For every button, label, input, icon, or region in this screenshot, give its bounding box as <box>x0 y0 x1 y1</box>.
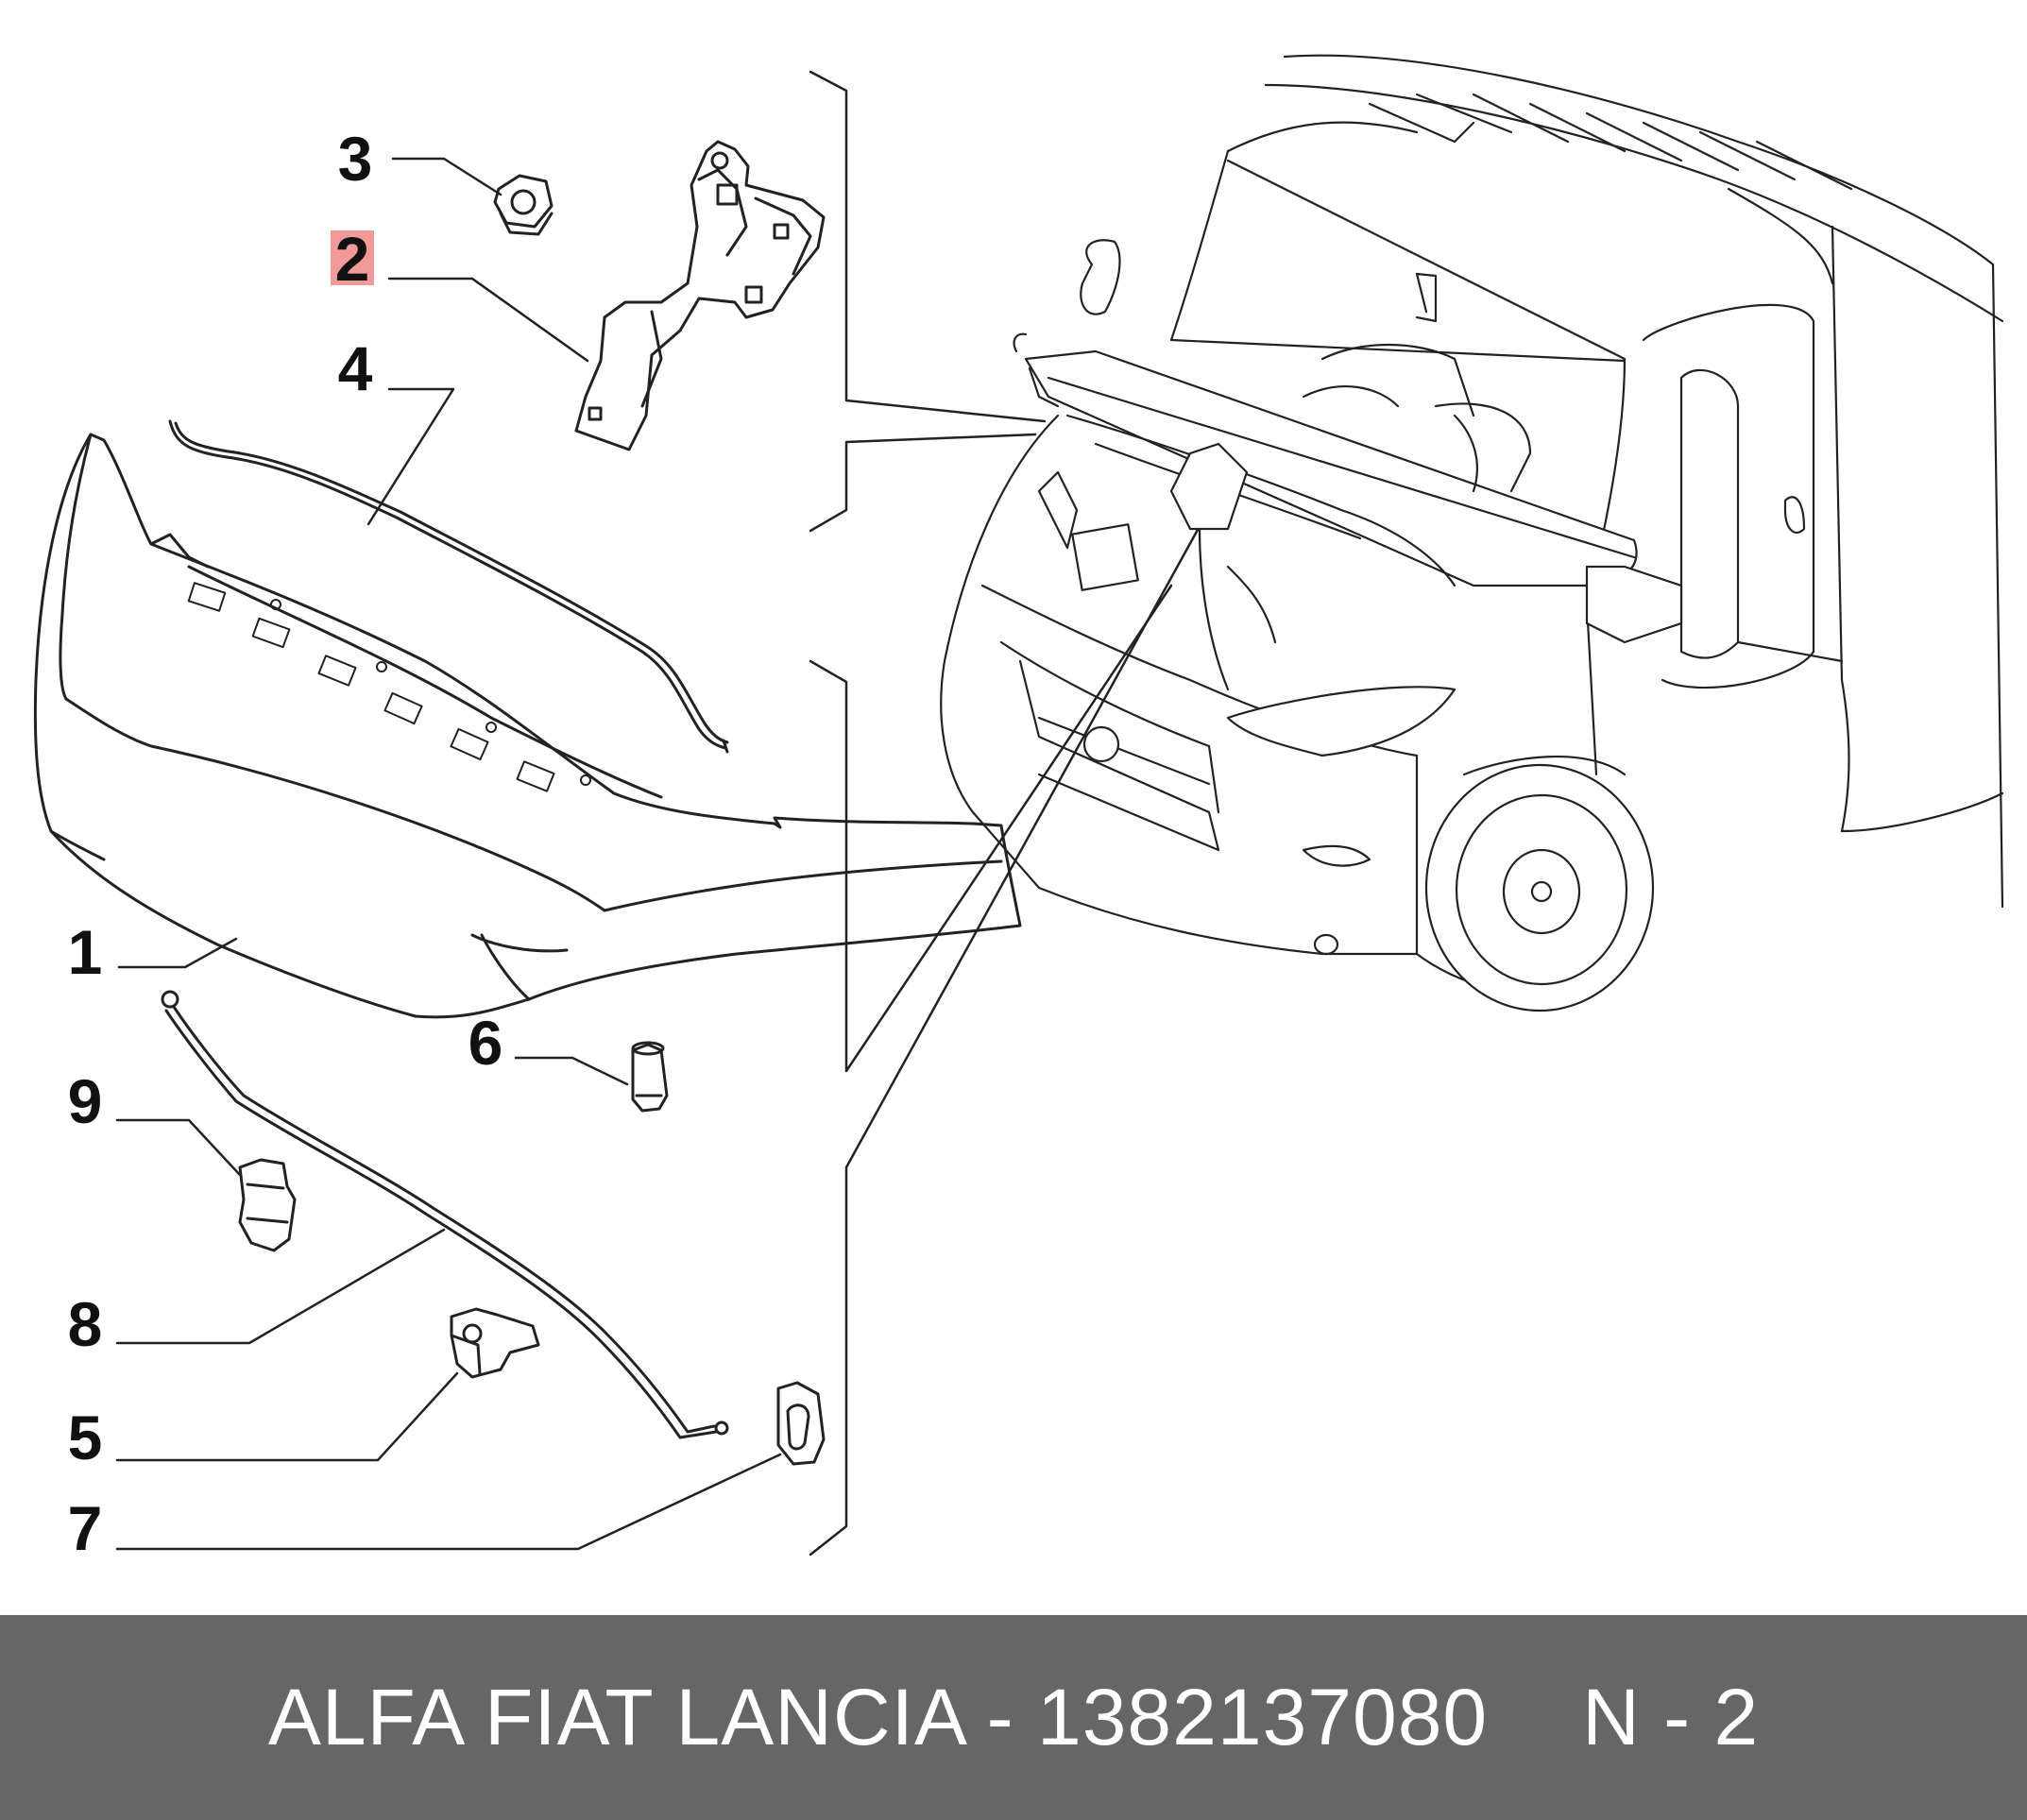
part-4-seal-strip <box>168 419 729 754</box>
callout-6[interactable]: 6 <box>468 1008 503 1078</box>
part-6-bump-stop <box>631 1041 669 1113</box>
callout-2-highlight <box>331 230 374 285</box>
part-5-rod-holder <box>450 1307 540 1379</box>
part-8-prop-rod <box>161 990 729 1439</box>
callout-7[interactable]: 7 <box>68 1493 103 1563</box>
callout-7-label: 7 <box>68 1493 103 1563</box>
part-7-grommet <box>776 1381 826 1466</box>
callout-5-label: 5 <box>68 1403 103 1472</box>
callout-2-label: 2 <box>335 224 370 294</box>
callout-1-label: 1 <box>68 917 103 987</box>
section-brackets <box>809 70 1226 1556</box>
part-2-hinge-bracket <box>574 140 826 451</box>
callout-4[interactable]: 4 <box>338 333 373 403</box>
callout-1[interactable]: 1 <box>68 917 103 987</box>
part-number-text: ALFA FIAT LANCIA - 1382137080 <box>267 1673 1489 1761</box>
callout-3-label: 3 <box>338 124 373 194</box>
diagram-reference: N - 2 <box>1582 1673 1760 1761</box>
callout-2[interactable]: 2 <box>331 224 374 294</box>
vehicle-overview <box>940 54 2004 1012</box>
part-1-bonnet <box>33 433 1022 1019</box>
callout-3[interactable]: 3 <box>338 124 373 194</box>
callouts: 3 2 4 1 6 9 8 5 7 <box>68 124 503 1563</box>
callout-4-label: 4 <box>338 333 373 403</box>
leader-lines <box>115 157 782 1551</box>
callout-8[interactable]: 8 <box>68 1289 103 1359</box>
callout-9-label: 9 <box>68 1066 103 1136</box>
callout-6-label: 6 <box>468 1008 503 1078</box>
callout-8-label: 8 <box>68 1289 103 1359</box>
callout-5[interactable]: 5 <box>68 1403 103 1472</box>
footer-bar: ALFA FIAT LANCIA - 1382137080 N - 2 <box>0 1615 2027 1820</box>
callout-9[interactable]: 9 <box>68 1066 103 1136</box>
part-9-clip <box>238 1158 297 1252</box>
parts-diagram: 3 2 4 1 6 9 8 5 7 <box>33 54 2004 1563</box>
part-3-nut <box>493 174 554 236</box>
